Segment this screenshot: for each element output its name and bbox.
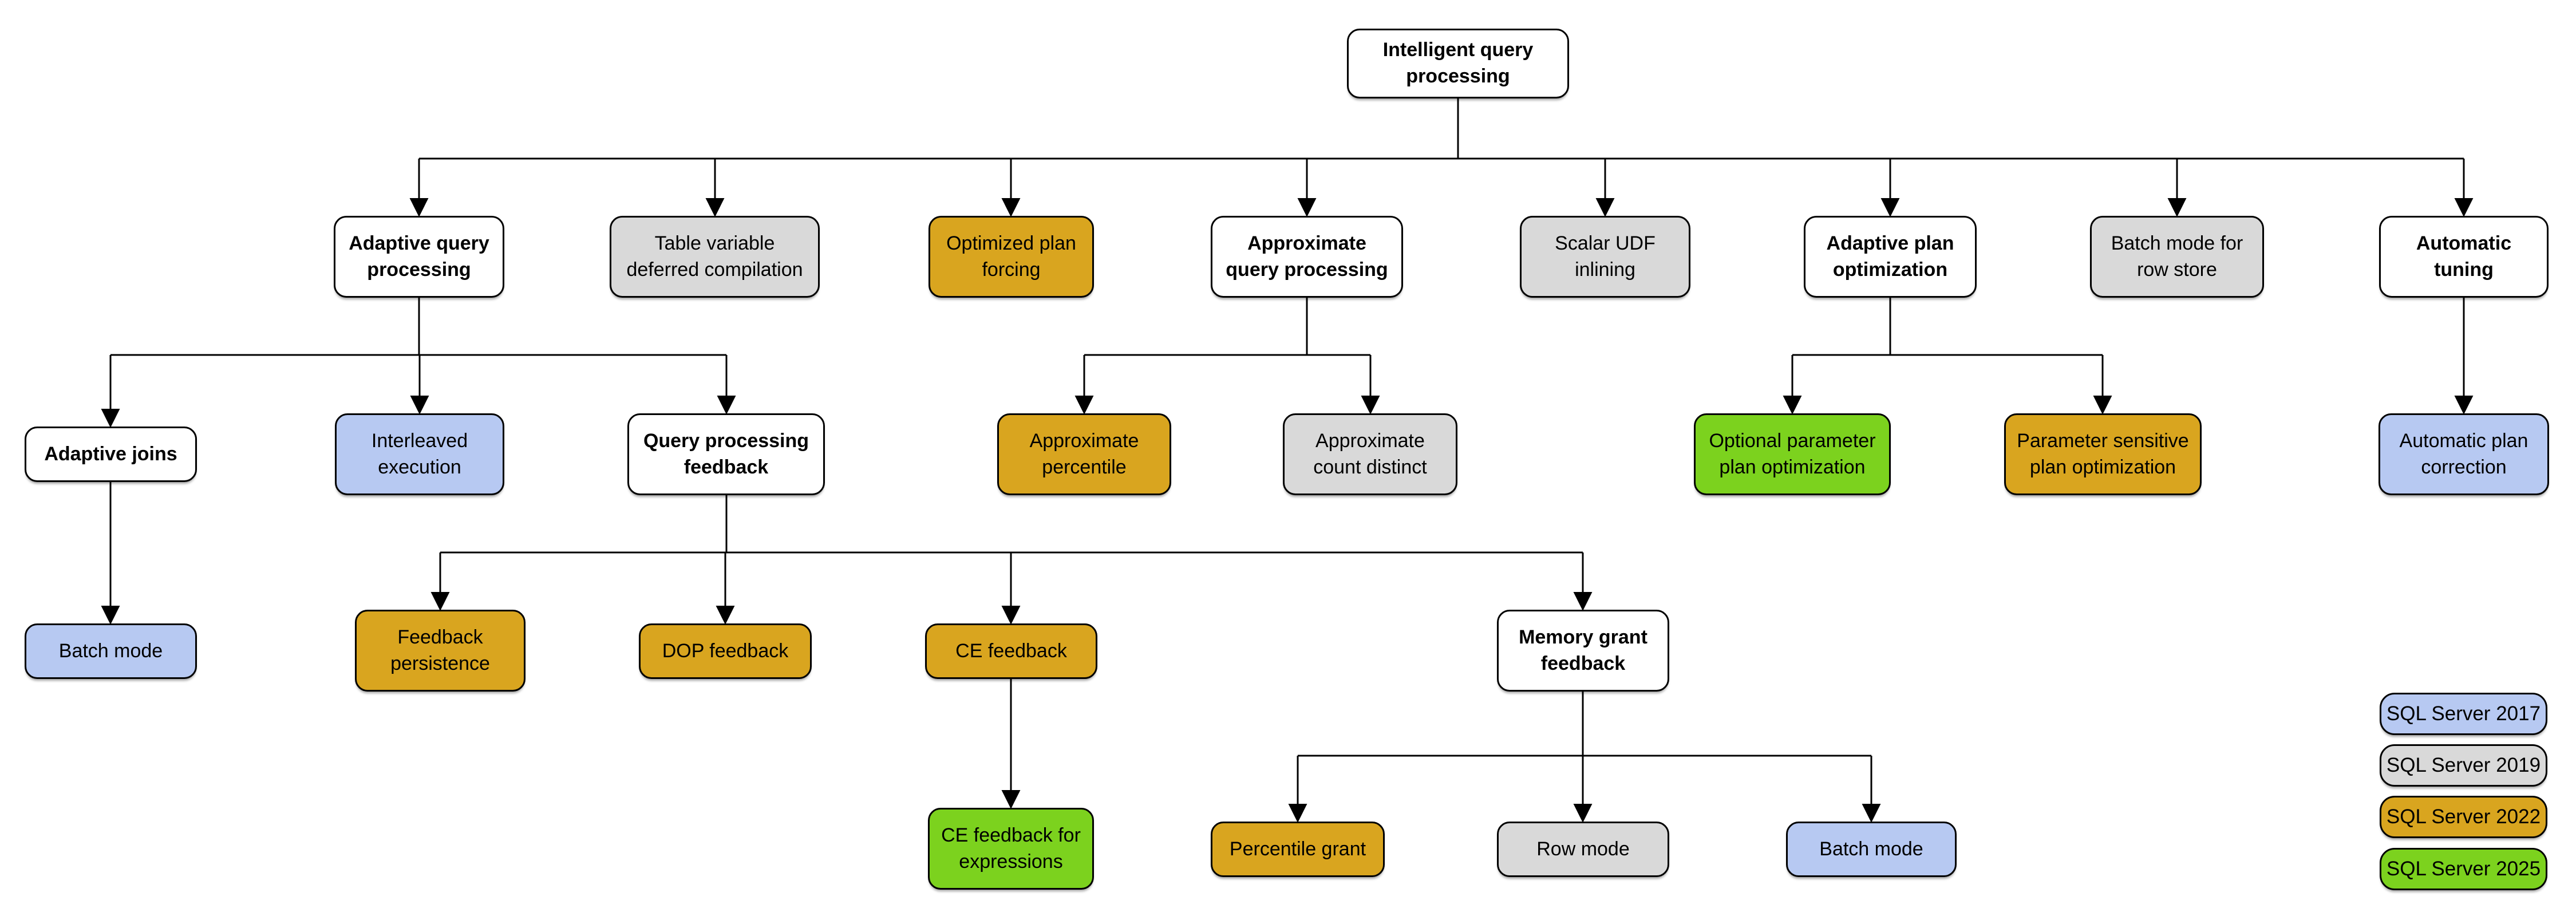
node-label: Parameter sensitive plan optimization: [2017, 429, 2189, 478]
node-label: Adaptive query processing: [349, 232, 489, 281]
node-percentile-grant: Percentile grant: [1211, 822, 1385, 877]
node-label: Automatic tuning: [2416, 232, 2512, 281]
node-memory-grant-feedback: Memory grant feedback: [1497, 610, 1669, 692]
node-adaptive-query-processing: Adaptive query processing: [334, 216, 504, 298]
node-label: Approximate count distinct: [1313, 429, 1427, 478]
node-label: CE feedback: [955, 639, 1067, 662]
node-approximate-query-processing: Approximate query processing: [1211, 216, 1403, 298]
node-approximate-count-distinct: Approximate count distinct: [1283, 413, 1457, 495]
legend-label: SQL Server 2025: [2386, 858, 2541, 880]
node-intelligent-query-processing: Intelligent query processing: [1347, 29, 1569, 98]
node-dop-feedback: DOP feedback: [639, 623, 812, 679]
legend-item-sql-server-2019: SQL Server 2019: [2380, 744, 2547, 787]
node-label: Batch mode for row store: [2111, 232, 2243, 281]
node-adaptive-joins: Adaptive joins: [25, 427, 197, 482]
legend-label: SQL Server 2022: [2386, 806, 2541, 828]
node-label: Batch mode: [1819, 838, 1923, 860]
node-label: Query processing feedback: [643, 429, 809, 478]
node-label: Adaptive plan optimization: [1826, 232, 1954, 281]
node-label: Adaptive joins: [44, 443, 177, 465]
node-automatic-plan-correction: Automatic plan correction: [2379, 413, 2549, 495]
node-label: CE feedback for expressions: [941, 824, 1081, 872]
node-ce-feedback: CE feedback: [925, 623, 1097, 679]
node-label: DOP feedback: [662, 639, 789, 662]
legend-item-sql-server-2022: SQL Server 2022: [2380, 796, 2547, 838]
node-parameter-sensitive-plan-optimization: Parameter sensitive plan optimization: [2004, 413, 2202, 495]
legend-item-sql-server-2017: SQL Server 2017: [2380, 693, 2547, 735]
node-batch-mode-adaptive-joins: Batch mode: [25, 623, 197, 679]
node-label: Intelligent query processing: [1382, 39, 1534, 87]
node-label: Row mode: [1536, 838, 1630, 860]
node-adaptive-plan-optimization: Adaptive plan optimization: [1804, 216, 1977, 298]
legend-label: SQL Server 2019: [2386, 754, 2541, 776]
node-label: Optimized plan forcing: [946, 232, 1076, 281]
node-batch-mode-for-row-store: Batch mode for row store: [2090, 216, 2264, 298]
node-label: Percentile grant: [1229, 838, 1366, 860]
node-label: Table variable deferred compilation: [626, 232, 803, 281]
node-label: Scalar UDF inlining: [1555, 232, 1656, 281]
legend-item-sql-server-2025: SQL Server 2025: [2380, 848, 2547, 890]
node-label: Memory grant feedback: [1519, 626, 1647, 674]
legend-label: SQL Server 2017: [2386, 702, 2541, 725]
node-row-mode: Row mode: [1497, 822, 1669, 877]
node-label: Feedback persistence: [390, 626, 490, 674]
node-approximate-percentile: Approximate percentile: [997, 413, 1171, 495]
node-label: Interleaved execution: [371, 429, 468, 478]
node-label: Automatic plan correction: [2399, 429, 2528, 478]
node-optional-parameter-plan-optimization: Optional parameter plan optimization: [1694, 413, 1891, 495]
node-label: Approximate query processing: [1226, 232, 1388, 281]
node-batch-mode-memory-grant: Batch mode: [1786, 822, 1957, 877]
node-ce-feedback-for-expressions: CE feedback for expressions: [928, 808, 1094, 890]
node-query-processing-feedback: Query processing feedback: [627, 413, 825, 495]
node-table-variable-deferred-compilation: Table variable deferred compilation: [610, 216, 820, 298]
node-label: Approximate percentile: [1029, 429, 1139, 478]
node-interleaved-execution: Interleaved execution: [335, 413, 504, 495]
node-automatic-tuning: Automatic tuning: [2379, 216, 2549, 298]
node-feedback-persistence: Feedback persistence: [355, 610, 526, 692]
node-optimized-plan-forcing: Optimized plan forcing: [929, 216, 1094, 298]
node-scalar-udf-inlining: Scalar UDF inlining: [1520, 216, 1690, 298]
node-label: Batch mode: [58, 639, 163, 662]
node-label: Optional parameter plan optimization: [1709, 429, 1876, 478]
